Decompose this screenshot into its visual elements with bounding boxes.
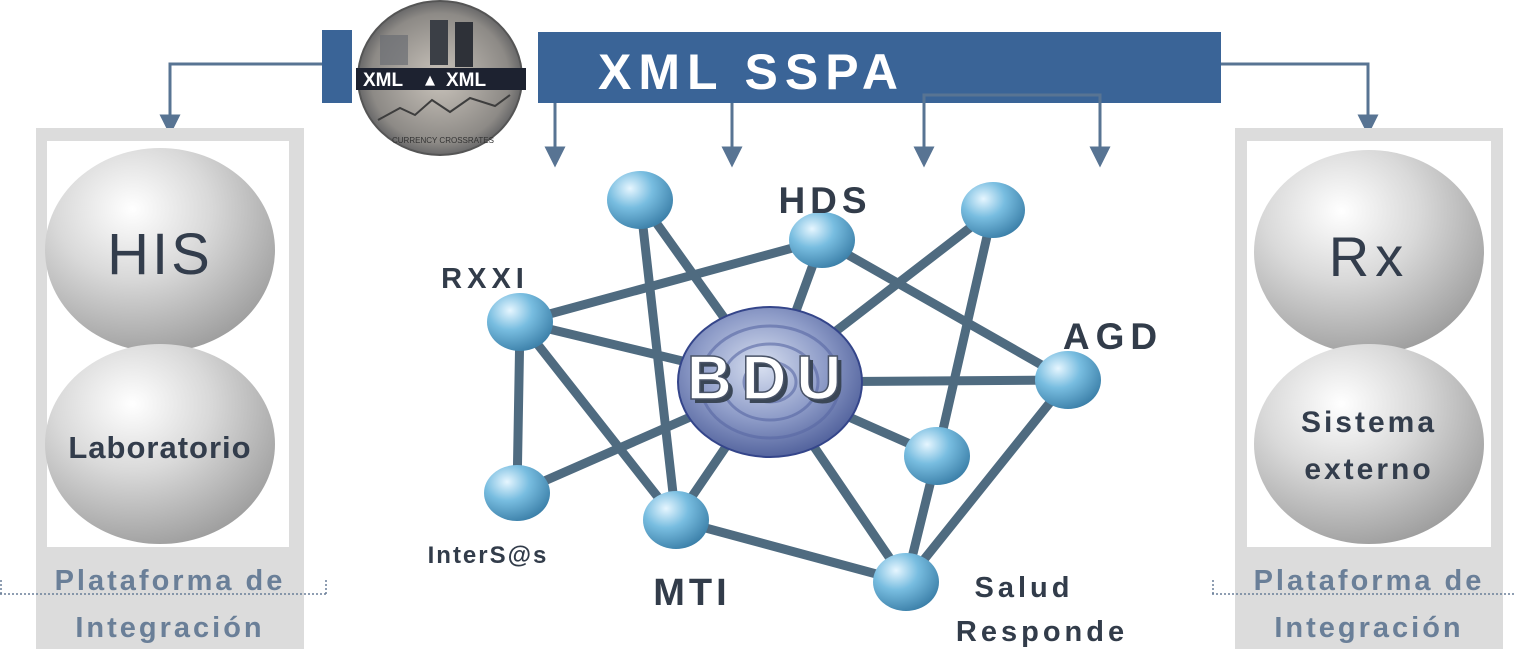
node-salud-responde	[873, 553, 939, 611]
sistema-externo-label-line1: Sistema	[1301, 406, 1437, 439]
network-labels: HDS RXXI AGD InterS@s MTI Salud Responde	[428, 180, 1163, 648]
label-responde: Responde	[956, 616, 1128, 648]
banner-title: XML SSPA	[598, 44, 905, 100]
sistema-externo-sphere	[1254, 344, 1484, 544]
right-platform-label-line1: Plataforma de	[1254, 565, 1485, 597]
left-platform-label-line1: Plataforma de	[55, 565, 286, 597]
node-top-right	[961, 182, 1025, 238]
laboratorio-label: Laboratorio	[68, 430, 251, 465]
rx-label: Rx	[1329, 225, 1409, 288]
banner-bar	[538, 32, 1221, 103]
banner-left-block	[322, 30, 352, 103]
node-rxxi	[487, 293, 553, 351]
sistema-externo-label-line2: externo	[1304, 453, 1433, 486]
node-top-left	[607, 171, 673, 229]
banner: XML SSPA	[322, 30, 1221, 103]
label-salud: Salud	[975, 572, 1074, 604]
label-mti: MTI	[653, 572, 730, 614]
left-platform-label-line2: Integración	[75, 612, 264, 644]
thumbnail-xml-left: XML	[363, 70, 404, 91]
right-platform: Rx Sistema externo Plataforma de Integra…	[1212, 128, 1514, 649]
thumbnail-xml-right: XML	[446, 70, 487, 91]
business-photo-thumbnail: XML ▲ XML CURRENCY CROSSRATES	[356, 0, 526, 156]
his-label: HIS	[107, 222, 213, 287]
label-rxxi: RXXI	[441, 263, 529, 295]
label-agd: AGD	[1063, 316, 1163, 357]
node-right-middle	[904, 427, 970, 485]
node-agd	[1035, 351, 1101, 409]
node-inters	[484, 465, 550, 521]
node-hds	[789, 212, 855, 268]
laboratorio-sphere	[45, 344, 275, 544]
rx-sphere	[1254, 150, 1484, 354]
right-platform-label-line2: Integración	[1274, 612, 1463, 644]
node-mti	[643, 491, 709, 549]
label-inters: InterS@s	[428, 542, 549, 569]
bdu-sphere: BDU BDU	[677, 306, 863, 458]
his-sphere	[45, 148, 275, 352]
arrow-to-left-platform	[159, 62, 322, 136]
connector-arrows	[159, 62, 1379, 168]
label-hds: HDS	[778, 180, 871, 221]
bdu-label: BDU	[687, 344, 851, 413]
arrow-to-right-platform	[1221, 62, 1379, 136]
network-nodes	[484, 171, 1101, 611]
left-platform: HIS Laboratorio Plataforma de Integració…	[0, 128, 328, 649]
thumbnail-caption: CURRENCY CROSSRATES	[392, 136, 494, 145]
thumbnail-arrow-up: ▲	[425, 73, 435, 88]
bdu-label-shadow: BDU	[691, 348, 855, 417]
arrow-down-3	[922, 93, 1111, 168]
